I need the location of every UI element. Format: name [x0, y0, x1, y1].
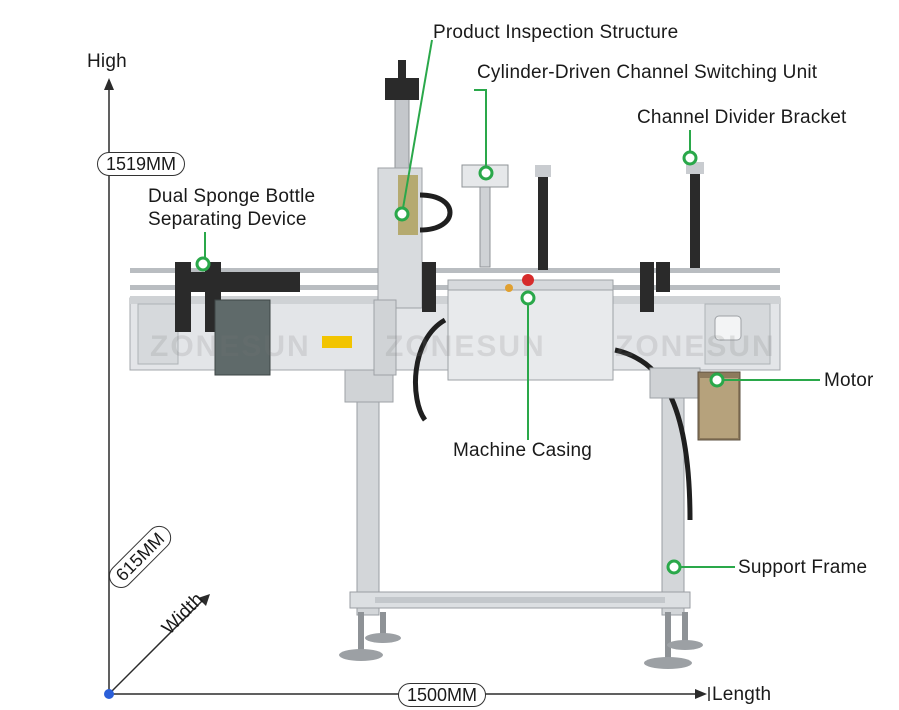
- divider-brackets: [535, 162, 704, 270]
- inspection-post: [344, 60, 453, 403]
- label-channel-divider: Channel Divider Bracket: [637, 107, 847, 128]
- label-machine-casing: Machine Casing: [453, 440, 593, 461]
- high-axis-label: High: [87, 51, 127, 72]
- callout-dots: [195, 150, 725, 575]
- sponge-device: [175, 262, 300, 376]
- length-axis-label: Length: [712, 684, 772, 705]
- watermark-right: ZONESUN: [615, 330, 776, 363]
- rail-clamps: [422, 262, 670, 312]
- label-motor: Motor: [824, 370, 874, 391]
- label-dual-sponge-2: Separating Device: [148, 209, 307, 230]
- watermark-center: ZONESUN: [385, 330, 546, 363]
- support-legs: [339, 394, 703, 669]
- dimension-axes: [104, 78, 710, 701]
- label-dual-sponge-1: Dual Sponge Bottle: [148, 186, 316, 207]
- watermark-left: ZONESUN: [150, 330, 311, 363]
- height-dimension: 1519MM: [97, 152, 186, 176]
- motor-body: [649, 367, 741, 441]
- label-cylinder-switching: Cylinder-Driven Channel Switching Unit: [477, 62, 818, 83]
- label-support-frame: Support Frame: [738, 557, 868, 578]
- label-product-inspection: Product Inspection Structure: [433, 22, 679, 43]
- length-dimension: 1500MM: [398, 683, 487, 707]
